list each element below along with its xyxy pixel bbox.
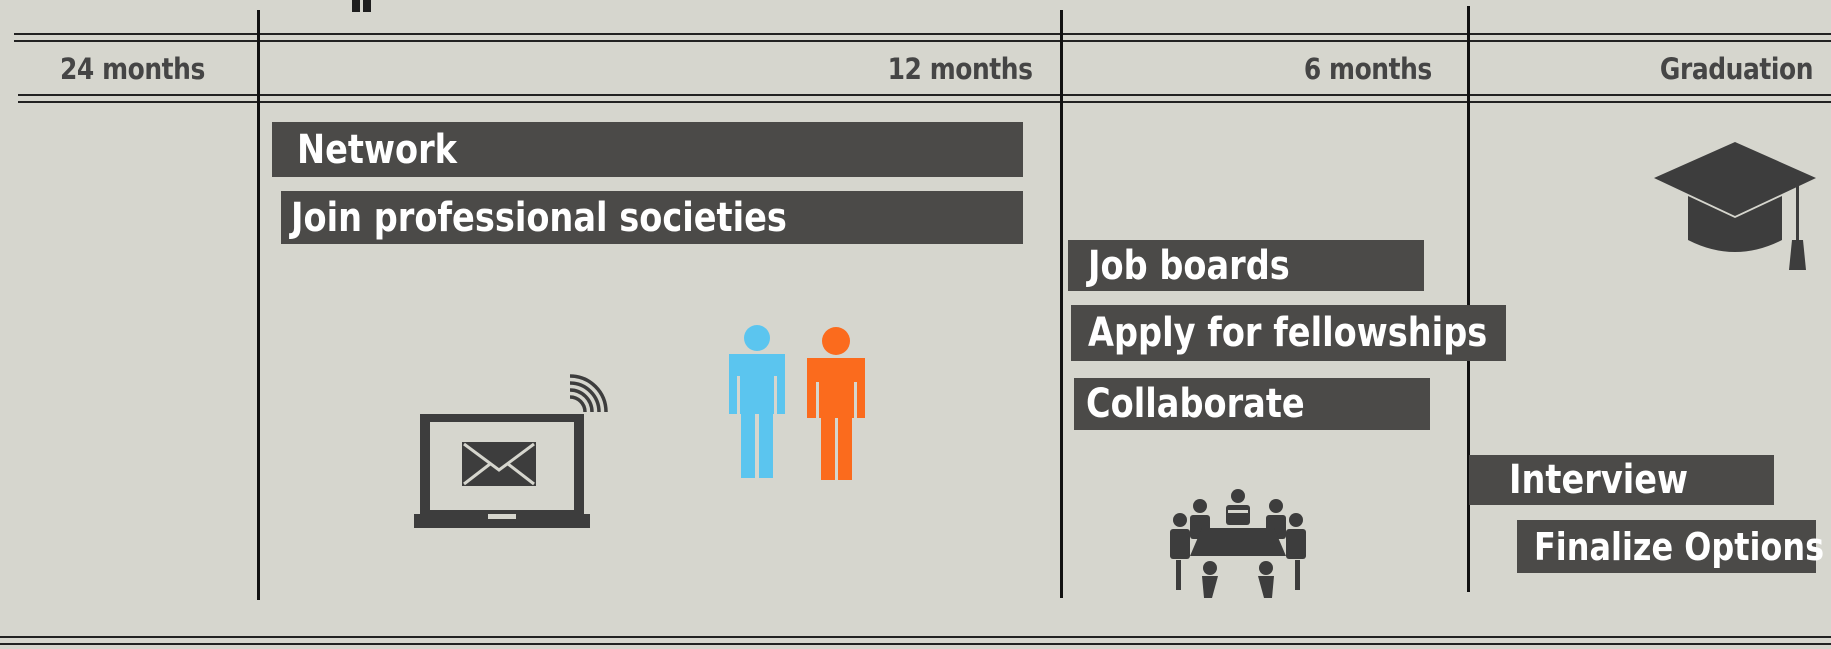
- laptop-email-icon: [414, 374, 608, 528]
- task-bar-fellowships: Apply for fellowships: [1071, 305, 1506, 361]
- footer-line-2: [0, 643, 1831, 645]
- task-bar-network: Network: [272, 122, 1023, 177]
- milestone-graduation: Graduation: [1659, 52, 1814, 86]
- divider-12-6: [1060, 10, 1063, 598]
- header-bottom-line-2: [18, 101, 1831, 103]
- task-label-societies: Join professional societies: [291, 194, 787, 241]
- meeting-table-icon: [1170, 489, 1306, 598]
- task-label-collaborate: Collaborate: [1086, 381, 1305, 427]
- milestone-6-months: 6 months: [1303, 52, 1432, 86]
- cropped-figure-feet: [363, 0, 371, 12]
- two-people-icon: [729, 325, 865, 480]
- task-label-finalize: Finalize Options: [1534, 524, 1825, 569]
- divider-6-grad: [1467, 6, 1470, 592]
- header-top-line-2: [14, 40, 1831, 42]
- task-bar-job-boards: Job boards: [1068, 240, 1424, 291]
- task-label-fellowships: Apply for fellowships: [1088, 310, 1488, 356]
- task-label-job-boards: Job boards: [1088, 242, 1290, 289]
- task-bar-collaborate: Collaborate: [1074, 378, 1430, 430]
- header-top-line-1: [14, 33, 1831, 35]
- milestone-12-months: 12 months: [888, 52, 1033, 86]
- task-label-network: Network: [297, 126, 458, 173]
- cropped-figure-feet: [352, 0, 360, 12]
- task-bar-interview: Interview: [1469, 455, 1774, 505]
- graduation-cap-icon: [1654, 142, 1816, 270]
- footer-line-1: [0, 636, 1831, 638]
- task-bar-societies: Join professional societies: [281, 191, 1023, 244]
- milestone-24-months: 24 months: [60, 52, 205, 86]
- task-label-interview: Interview: [1509, 457, 1689, 503]
- task-bar-finalize: Finalize Options: [1517, 520, 1824, 573]
- divider-24-12: [257, 10, 260, 600]
- header-bottom-line-1: [18, 94, 1831, 96]
